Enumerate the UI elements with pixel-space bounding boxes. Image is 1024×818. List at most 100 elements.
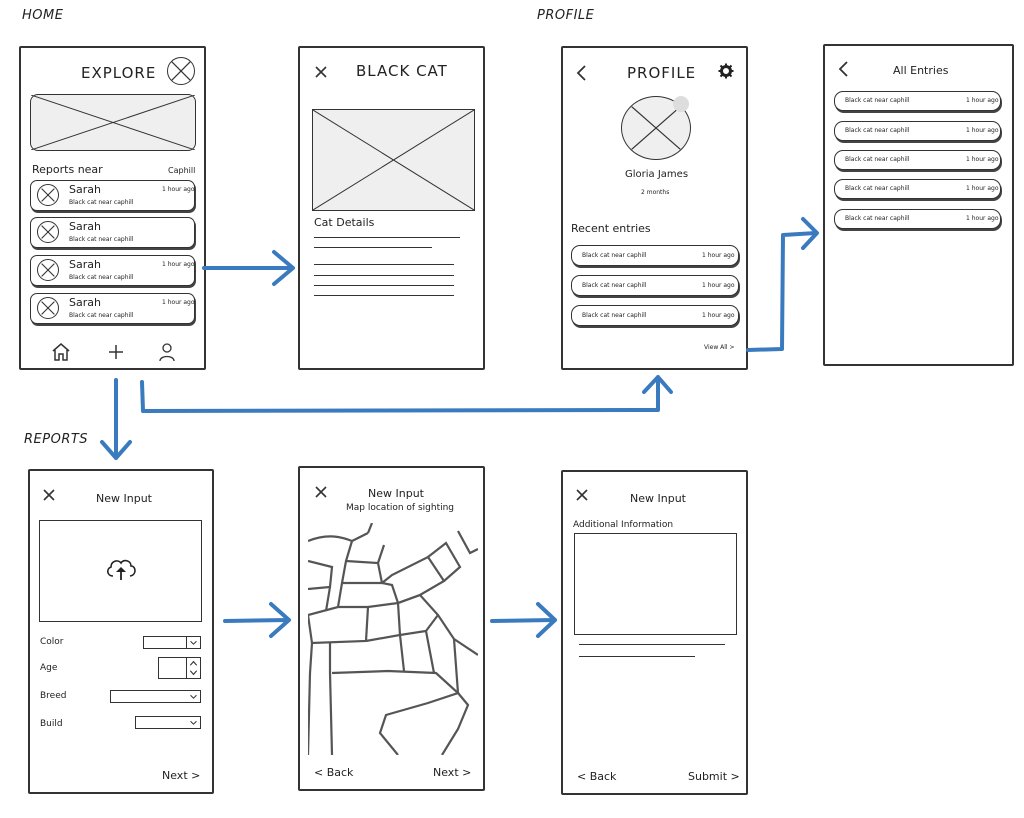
arrow-input2-to-input3 — [490, 602, 557, 638]
text-line — [314, 285, 454, 286]
entry-desc: Black cat near caphill — [845, 185, 910, 192]
submit-button[interactable]: Submit > — [688, 770, 740, 783]
text-line — [314, 275, 454, 276]
next-button[interactable]: Next > — [162, 769, 201, 782]
page-title: BLACK CAT — [356, 62, 448, 80]
entry-time: 1 hour ago — [702, 282, 735, 289]
profile-screen: PROFILE Gloria James 2 months Recent ent… — [561, 46, 748, 370]
breed-select[interactable] — [110, 690, 201, 703]
avatar[interactable] — [167, 57, 195, 85]
report-card[interactable]: Sarah 1 hour ago Black cat near caphill — [30, 255, 195, 286]
report-desc: Black cat near caphill — [69, 236, 134, 243]
recent-heading: Recent entries — [571, 222, 651, 235]
text-line — [314, 247, 432, 248]
field-label-age: Age — [40, 663, 58, 673]
report-avatar — [37, 221, 59, 243]
entry-time: 1 hour ago — [702, 252, 735, 259]
entry-desc: Black cat near caphill — [582, 252, 647, 259]
entry-desc: Black cat near caphill — [582, 312, 647, 319]
report-name: Sarah — [69, 220, 101, 233]
entry-item[interactable]: Black cat near caphill 1 hour ago — [571, 245, 739, 266]
report-card[interactable]: Sarah Black cat near caphill — [30, 217, 195, 248]
arrow-explore-to-reports — [100, 378, 132, 460]
location-label[interactable]: Caphill — [168, 166, 196, 175]
back-button[interactable]: < Back — [577, 770, 617, 783]
photo-upload-area[interactable] — [39, 520, 202, 622]
profile-name: Gloria James — [625, 169, 689, 180]
field-label-build: Build — [40, 719, 63, 729]
report-card[interactable]: Sarah 1 hour ago Black cat near caphill — [30, 180, 195, 211]
report-name: Sarah — [69, 296, 101, 309]
age-stepper[interactable] — [158, 657, 201, 679]
report-desc: Black cat near caphill — [69, 312, 134, 319]
text-line — [314, 264, 454, 265]
entry-item[interactable]: Black cat near caphill 1 hour ago — [834, 121, 1001, 141]
user-icon[interactable] — [158, 342, 176, 362]
entry-desc: Black cat near caphill — [845, 215, 910, 222]
arrow-profile-to-all-entries — [746, 217, 819, 352]
cloud-upload-icon — [104, 556, 138, 582]
page-title: EXPLORE — [81, 64, 157, 82]
report-avatar — [37, 297, 59, 319]
cat-photo — [312, 109, 475, 211]
back-chevron-icon[interactable] — [837, 60, 849, 78]
report-avatar — [37, 259, 59, 281]
report-time: 1 hour ago — [162, 261, 195, 268]
new-input-screen-2: New Input Map location of sighting < Bac… — [298, 466, 485, 791]
next-button[interactable]: Next > — [433, 766, 472, 779]
back-button[interactable]: < Back — [314, 766, 354, 779]
close-icon[interactable] — [575, 487, 589, 501]
close-icon[interactable] — [42, 487, 56, 501]
additional-info-textarea[interactable] — [574, 533, 737, 635]
new-input-screen-1: New Input Color Age Breed Build Next > — [28, 469, 214, 794]
gear-icon[interactable] — [718, 63, 734, 79]
report-card[interactable]: Sarah 1 hour ago Black cat near caphill — [30, 293, 195, 324]
arrow-input1-to-input2 — [223, 602, 291, 638]
page-title: New Input — [368, 487, 424, 500]
details-heading: Cat Details — [314, 216, 375, 229]
back-chevron-icon[interactable] — [575, 64, 587, 82]
text-line — [579, 644, 725, 645]
section-label-home: HOME — [22, 8, 64, 23]
report-desc: Black cat near caphill — [69, 274, 134, 281]
location-map[interactable] — [306, 522, 479, 756]
entry-time: 1 hour ago — [966, 127, 999, 134]
report-avatar — [37, 184, 59, 206]
report-desc: Black cat near caphill — [69, 199, 134, 206]
section-label-reports: REPORTS — [24, 432, 89, 447]
entry-item[interactable]: Black cat near caphill 1 hour ago — [834, 179, 1001, 199]
banner-image — [30, 94, 196, 151]
report-time: 1 hour ago — [162, 299, 195, 306]
explore-screen: EXPLORE Reports near Caphill Sarah 1 hou… — [19, 46, 206, 370]
text-line — [579, 656, 695, 657]
page-title: New Input — [630, 492, 686, 505]
entry-item[interactable]: Black cat near caphill 1 hour ago — [834, 209, 1001, 229]
entry-item[interactable]: Black cat near caphill 1 hour ago — [834, 91, 1001, 111]
close-icon[interactable] — [314, 64, 328, 78]
entry-item[interactable]: Black cat near caphill 1 hour ago — [834, 150, 1001, 170]
section-label-profile: PROFILE — [537, 8, 595, 23]
arrow-explore-to-detail — [202, 250, 295, 286]
report-time: 1 hour ago — [162, 186, 195, 193]
entry-time: 1 hour ago — [966, 156, 999, 163]
page-title: PROFILE — [627, 64, 697, 82]
text-line — [314, 295, 454, 296]
build-select[interactable] — [135, 716, 201, 729]
page-title: New Input — [96, 492, 152, 505]
report-name: Sarah — [69, 258, 101, 271]
home-icon[interactable] — [51, 342, 71, 362]
plus-icon[interactable] — [107, 343, 125, 361]
entry-item[interactable]: Black cat near caphill 1 hour ago — [571, 305, 739, 326]
color-select[interactable] — [143, 636, 201, 649]
report-name: Sarah — [69, 183, 101, 196]
field-label-color: Color — [40, 637, 64, 647]
reports-heading: Reports near — [32, 163, 103, 176]
view-all-link[interactable]: View All > — [704, 344, 735, 351]
entry-time: 1 hour ago — [966, 97, 999, 104]
additional-heading: Additional Information — [573, 520, 674, 530]
profile-tenure: 2 months — [641, 189, 670, 196]
close-icon[interactable] — [314, 484, 328, 498]
entry-item[interactable]: Black cat near caphill 1 hour ago — [571, 275, 739, 296]
status-dot — [673, 96, 689, 112]
entry-desc: Black cat near caphill — [845, 127, 910, 134]
